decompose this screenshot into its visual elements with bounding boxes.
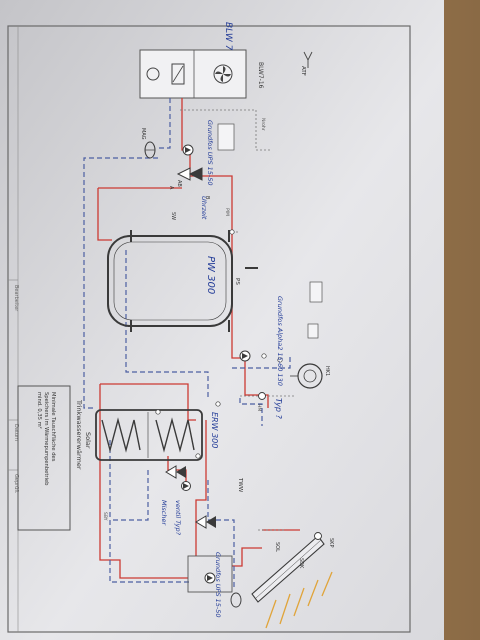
title-cell-geprueft: Geprüft <box>13 474 19 493</box>
title-solar: Solar <box>84 432 92 449</box>
title-block: Bearbeiter Datum Geprüft <box>8 279 19 493</box>
fan-icon <box>213 64 233 84</box>
label-b: B <box>204 196 210 200</box>
heating-coil-2 <box>155 417 195 453</box>
heat-meter <box>258 392 266 400</box>
annotation-mischer: Mischer <box>160 500 168 526</box>
label-ps: PS <box>234 278 240 285</box>
label-sdk: SDK <box>298 558 304 569</box>
label-blw-main: BLW7-16 <box>257 62 264 89</box>
annotation-pw-300: PW 300 <box>205 256 216 294</box>
label-atf: ATF <box>300 66 306 76</box>
heating-coil-1 <box>101 417 141 453</box>
buffer-tank <box>107 230 258 332</box>
sensor-markers <box>155 229 283 459</box>
mixing-valve-dhw <box>165 465 186 479</box>
annotation-blw-hand: BLW 7 <box>223 22 233 51</box>
info-panel: Minimale Tauschfläche des Speichers im W… <box>17 385 71 531</box>
label-ab: AB <box>176 180 182 187</box>
annotation-erw: ERW 300 <box>210 412 219 448</box>
drawing-frame <box>7 25 411 633</box>
annotation-grundfos-mid: Grundfos Alpha2 15-60 130 <box>276 296 284 386</box>
panel-line-1: Minimale Tauschfläche des <box>50 392 56 462</box>
label-a: A <box>168 186 174 190</box>
three-way-valve-top <box>176 167 203 181</box>
label-sby: SBY <box>102 512 108 521</box>
expansion-vessel <box>144 141 156 159</box>
panel-line-2: Speichers im Wärmepumpenbetrieb <box>43 392 49 486</box>
pump-solar-circuit <box>204 572 216 584</box>
title-cell-bearbeiter: Bearbeiter <box>13 285 19 312</box>
compressor-circle <box>146 67 160 81</box>
label-sw: SW <box>170 212 176 220</box>
label-skp: SKP <box>328 538 334 547</box>
pump-heatpump-circuit <box>182 144 194 156</box>
annotation-ventil: ventil Typ? <box>174 500 182 536</box>
label-sol: SOL <box>274 542 280 552</box>
annotation-typ: Typ ? <box>274 398 283 420</box>
sun-rays <box>265 571 333 629</box>
hot-water-tank <box>95 409 203 461</box>
label-hk1: HK1 <box>324 366 330 376</box>
title-cell-datum: Datum <box>13 424 19 441</box>
pump-heating-circuit <box>239 350 251 362</box>
control-box-top <box>217 123 235 151</box>
control-box-mid <box>309 281 323 303</box>
label-nrohr: Nrohr <box>260 118 266 131</box>
label-hm: HM <box>256 404 262 411</box>
heating-circuit-hk1 <box>290 363 323 389</box>
pump-dhw-circuit <box>181 481 191 491</box>
return-lines-blue <box>83 98 291 588</box>
solar-collector <box>251 532 325 603</box>
mixing-valve-solar <box>195 515 216 529</box>
evaporator-element <box>171 63 185 85</box>
outdoor-sensor-icon <box>303 51 313 68</box>
annotation-grundfos-top: Grundfos UPS 15-50 <box>206 120 214 186</box>
panel-line-3: mind. 0,35 m² <box>36 392 42 429</box>
label-mag: MAG <box>140 128 146 140</box>
title-trinkwasser: Trinkwassererwärmer <box>75 399 83 470</box>
solar-expansion-vessel <box>230 592 242 608</box>
label-tww: TWW <box>237 477 243 493</box>
solar-station <box>187 555 242 608</box>
paper-sheet <box>0 0 444 640</box>
annotation-uhr: Uhrzeit <box>200 196 208 220</box>
annotation-grundfos-bot: Grundfos UPS 15-50 <box>214 552 222 618</box>
label-pim: PIM <box>224 208 230 216</box>
heat-pump-unit: BLW7-16 <box>139 49 264 99</box>
thermostat-box <box>307 323 319 339</box>
